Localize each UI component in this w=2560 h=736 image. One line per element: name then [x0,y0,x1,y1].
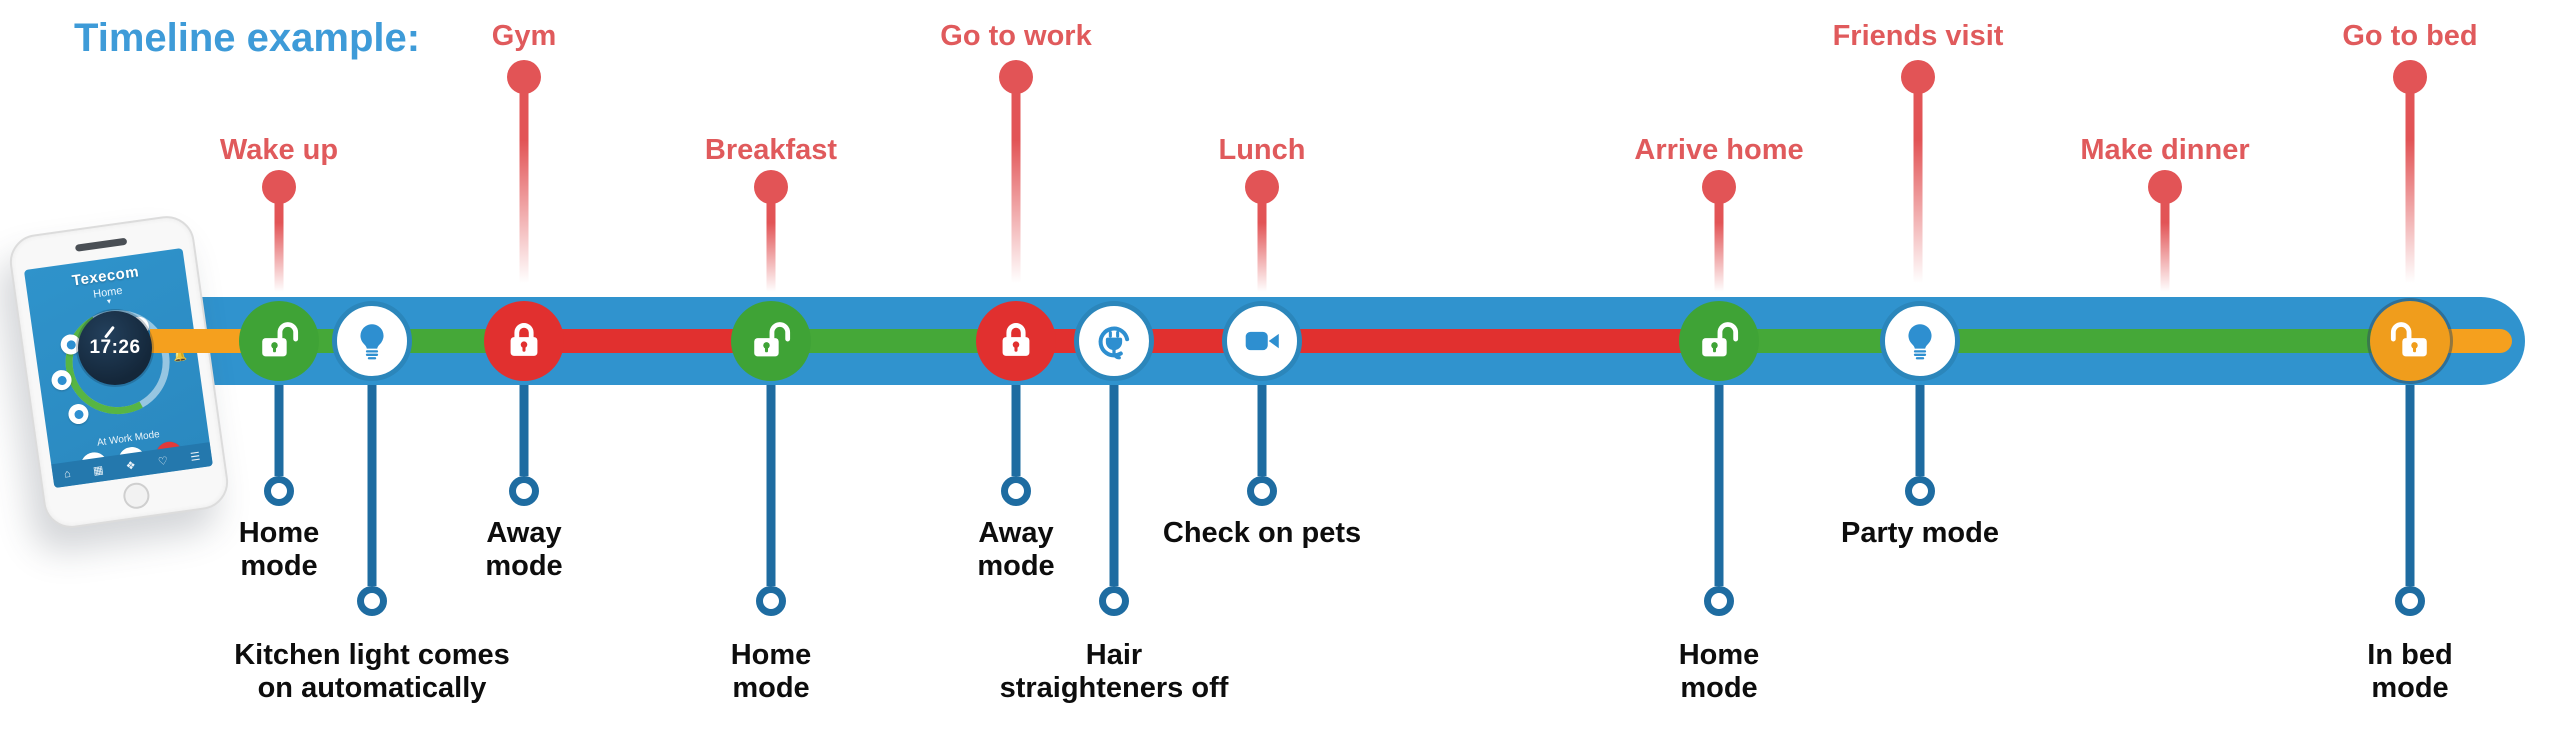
clock-dial: 17:26 [78,311,152,385]
node-connector-stem [519,355,529,476]
favorites-icon: ♡ [157,454,169,468]
node-connector-stem [274,355,284,476]
pin-stem [1257,197,1267,300]
timeline-node-green [239,301,319,381]
calendar-icon: ▦ [92,463,105,477]
node-action-label: In bed mode [2367,639,2453,704]
pin-stem [519,87,529,300]
pin-stem [1714,197,1724,300]
padlock-open-icon [748,318,794,364]
node-action-label: Check on pets [1162,517,1362,549]
event-label: Make dinner [2080,134,2250,166]
home-icon: ⌂ [63,467,72,481]
node-connector-stem [2405,355,2415,586]
smartphone: Texecom Home ▾ 🔔️ At Work Mode ⌂ ▦ ❖ ♡ ☰ [6,212,232,532]
node-action-label: Party mode [1841,517,1999,549]
padlock-open-icon [2387,318,2433,364]
timeline-node-red [484,301,564,381]
connector-dot [1905,476,1935,506]
connector-dot [1704,586,1734,616]
padlock-open-icon [1696,318,1742,364]
node-connector-stem [367,355,377,586]
connector-dot [1099,586,1129,616]
node-connector-stem [1257,355,1267,476]
bulb-icon [1897,318,1943,364]
connector-dot [756,586,786,616]
node-action-label: Home mode [1678,639,1760,704]
timeline-node-white [1222,301,1302,381]
menu-icon: ☰ [189,450,201,464]
devices-icon: ❖ [125,459,137,473]
connector-dot [1247,476,1277,506]
node-action-label: Home mode [730,639,812,704]
node-action-label: Away mode [485,517,563,582]
event-label: Wake up [219,134,339,166]
connector-dot [264,476,294,506]
phone-speaker [74,237,128,252]
page-title: Timeline example: [74,16,421,60]
padlock-closed-icon [501,318,547,364]
pin-stem [2405,87,2415,300]
zone-icon [67,402,90,426]
event-label: Go to bed [2342,20,2478,52]
video-camera-icon [1239,318,1285,364]
timeline-node-green [731,301,811,381]
event-label: Friends visit [1832,20,2004,52]
pin-stem [2160,197,2170,300]
timeline-node-orange [2370,301,2450,381]
node-action-label: Home mode [238,517,320,582]
event-label: Arrive home [1634,134,1804,166]
pin-stem [1011,87,1021,300]
pin-stem [274,197,284,300]
timeline-segment-green [1717,329,2412,353]
node-connector-stem [1011,355,1021,476]
timeline-node-white [1074,301,1154,381]
padlock-open-icon [256,318,302,364]
clock-time: 17:26 [89,337,141,358]
event-label: Lunch [1218,134,1306,166]
bulb-icon [349,318,395,364]
node-action-label: Hair straighteners off [999,639,1229,704]
node-action-label: Kitchen light comes on automatically [234,639,510,704]
connector-dot [2395,586,2425,616]
connector-dot [1001,476,1031,506]
node-action-label: Away mode [977,517,1055,582]
timeline-node-white [1880,301,1960,381]
event-label: Go to work [940,20,1092,52]
node-connector-stem [1109,355,1119,586]
plug-icon [1091,318,1137,364]
node-connector-stem [1915,355,1925,476]
pin-stem [1913,87,1923,300]
pin-stem [766,197,776,300]
phone-home-button [121,481,152,511]
padlock-closed-icon [993,318,1039,364]
event-label: Breakfast [704,134,838,166]
event-label: Gym [491,20,557,52]
node-connector-stem [1714,355,1724,586]
timeline-node-green [1679,301,1759,381]
phone-screen: Texecom Home ▾ 🔔️ At Work Mode ⌂ ▦ ❖ ♡ ☰ [23,247,213,489]
timeline-node-red [976,301,1056,381]
connector-dot [357,586,387,616]
timeline-node-white [332,301,412,381]
node-connector-stem [766,355,776,586]
connector-dot [509,476,539,506]
